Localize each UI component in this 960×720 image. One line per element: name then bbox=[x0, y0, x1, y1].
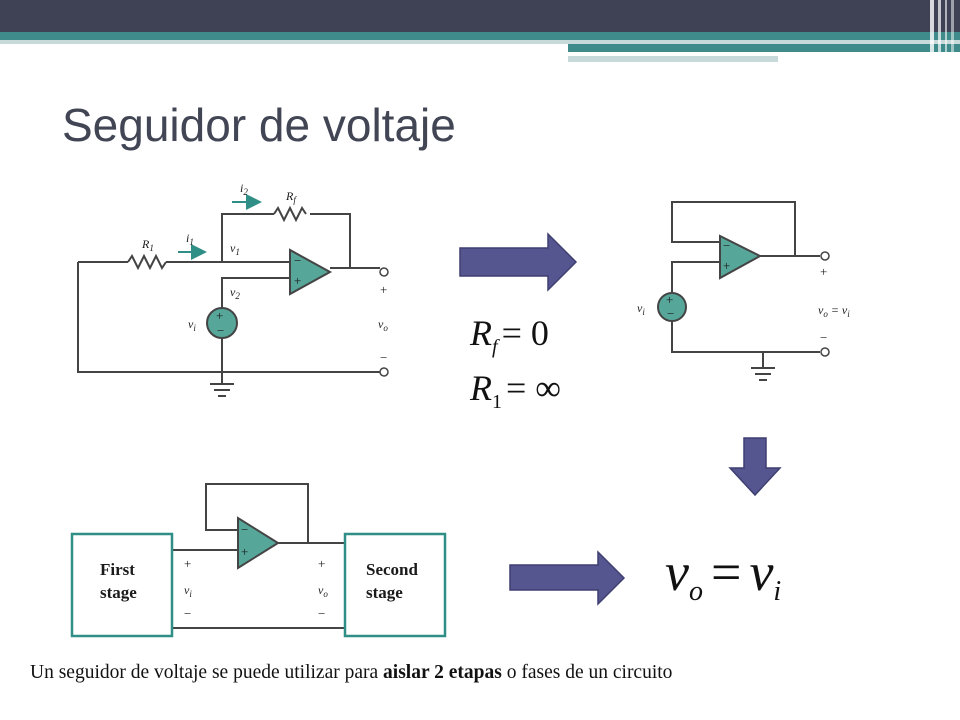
source-plus-label: + bbox=[216, 308, 223, 323]
stage-isolation-circuit bbox=[172, 483, 345, 629]
opamp-plus-label: + bbox=[294, 273, 301, 288]
vo-plus-label: + bbox=[318, 556, 325, 571]
source-minus-label: − bbox=[217, 323, 224, 338]
vi-label: vi bbox=[188, 317, 196, 333]
opamp-minus-label: − bbox=[294, 253, 301, 268]
result-equation: vo=vi bbox=[665, 542, 781, 607]
opamp-icon bbox=[719, 234, 763, 280]
i1-label: i1 bbox=[186, 231, 194, 247]
opamp-circuit-general bbox=[77, 205, 385, 397]
output-plus-label: + bbox=[820, 264, 827, 279]
output-minus-label: − bbox=[820, 330, 827, 345]
arrow-right-icon bbox=[459, 232, 578, 292]
terminal-icon bbox=[820, 251, 830, 261]
opamp-minus-label: − bbox=[723, 238, 730, 253]
vo-equals-vi-label: vo = vi bbox=[818, 303, 850, 319]
second-stage-label: Second bbox=[366, 560, 419, 579]
header-bar bbox=[0, 0, 960, 62]
i2-label: i2 bbox=[240, 181, 248, 197]
terminal-icon bbox=[379, 267, 389, 277]
first-stage-box bbox=[70, 532, 174, 638]
arrow-right-icon bbox=[509, 550, 626, 606]
slide-title: Seguidor de voltaje bbox=[62, 99, 456, 151]
voltage-source-icon bbox=[206, 307, 238, 339]
opamp-plus-label: + bbox=[723, 258, 730, 273]
vi-plus-label: + bbox=[184, 556, 191, 571]
source-minus-label: − bbox=[667, 306, 674, 321]
opamp-icon bbox=[237, 516, 280, 570]
first-stage-label: First bbox=[100, 560, 135, 579]
vo-label: vo bbox=[318, 583, 328, 599]
voltage-follower-circuit bbox=[671, 201, 820, 381]
terminal-icon bbox=[820, 347, 830, 357]
arrow-down-icon bbox=[728, 437, 782, 497]
second-stage-label: stage bbox=[366, 583, 403, 602]
rf-label: Rf bbox=[285, 189, 297, 205]
vi-minus-label: − bbox=[184, 606, 191, 621]
second-stage-box bbox=[343, 532, 447, 638]
slide-caption: Un seguidor de voltaje se puede utilizar… bbox=[30, 662, 673, 683]
vo-label: vo bbox=[378, 317, 388, 333]
voltage-source-icon bbox=[657, 292, 687, 322]
v2-label: v2 bbox=[230, 285, 240, 301]
output-minus-label: − bbox=[380, 350, 387, 365]
vi-label: vi bbox=[184, 583, 192, 599]
terminal-icon bbox=[379, 367, 389, 377]
output-plus-label: + bbox=[380, 282, 387, 297]
rf-equation: Rf= 0 bbox=[469, 313, 549, 358]
vi-label: vi bbox=[637, 301, 645, 317]
first-stage-label: stage bbox=[100, 583, 137, 602]
v1-label: v1 bbox=[230, 241, 240, 257]
opamp-icon bbox=[289, 248, 333, 296]
r1-label: R1 bbox=[141, 237, 154, 253]
vo-minus-label: − bbox=[318, 606, 325, 621]
r1-equation: R1= ∞ bbox=[469, 368, 561, 413]
source-plus-label: + bbox=[666, 292, 673, 307]
opamp-minus-label: − bbox=[241, 522, 248, 537]
opamp-plus-label: + bbox=[241, 544, 248, 559]
